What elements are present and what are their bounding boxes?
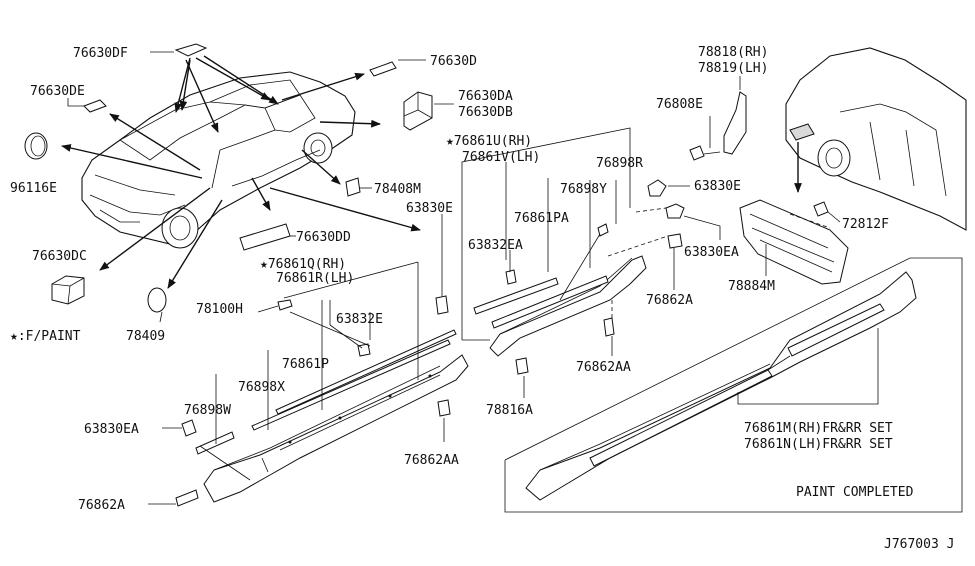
- label-76861pa: 76861PA: [514, 211, 569, 226]
- part-72812f: [813, 201, 829, 217]
- label-f-paint: ★:F/PAINT: [10, 329, 81, 344]
- label-76861n: 76861N(LH)FR&RR SET: [744, 437, 893, 452]
- fastener-63830e-mid: [647, 179, 667, 197]
- car-body-left: [81, 71, 356, 249]
- part-76630df: [174, 43, 208, 57]
- paint-completed-sill-set: [525, 271, 917, 501]
- label-78816a: 78816A: [486, 403, 533, 418]
- part-76630de: [83, 99, 107, 113]
- label-78408m: 78408M: [374, 182, 421, 197]
- label-76808e: 76808E: [656, 97, 703, 112]
- label-76861r: 76861R(LH): [276, 271, 354, 286]
- part-78818: [723, 91, 747, 155]
- part-labels: 76630DF 76630D 76630DE 76630DA 76630DB 9…: [10, 45, 954, 552]
- part-78409: [147, 287, 167, 313]
- fastener-76862a-mid: [667, 233, 683, 249]
- label-76861p: 76861P: [282, 357, 329, 372]
- fastener-63832ea: [505, 269, 517, 285]
- label-76630dc: 76630DC: [32, 249, 87, 264]
- label-76898w: 76898W: [184, 403, 231, 418]
- car-rear-right: [785, 47, 967, 231]
- label-76898r: 76898R: [596, 156, 643, 171]
- label-76898y: 76898Y: [560, 182, 607, 197]
- fastener-63830ea-left: [181, 419, 197, 437]
- left-sill-assembly: [195, 329, 469, 503]
- fastener-63830e-left: [435, 295, 449, 315]
- fastener-78100h: [277, 299, 293, 311]
- label-78884m: 78884M: [728, 279, 775, 294]
- label-76630db: 76630DB: [458, 105, 513, 120]
- label-78100h: 78100H: [196, 302, 243, 317]
- label-76630de: 76630DE: [30, 84, 85, 99]
- label-76898x: 76898X: [238, 380, 285, 395]
- part-96116e: [24, 132, 48, 160]
- fastener-76862aa-mid: [603, 317, 615, 337]
- part-76630dd: [239, 223, 291, 251]
- label-78409: 78409: [126, 329, 165, 344]
- part-78884m: [739, 199, 849, 285]
- diagram-code: J767003 J: [884, 537, 954, 552]
- label-76630d: 76630D: [430, 54, 477, 69]
- label-76862aa-mid: 76862AA: [576, 360, 631, 375]
- label-76630da: 76630DA: [458, 89, 513, 104]
- label-72812f: 72812F: [842, 217, 889, 232]
- label-76630dd: 76630DD: [296, 230, 351, 245]
- label-76630df: 76630DF: [73, 46, 128, 61]
- label-63830e-left: 63830E: [406, 201, 453, 216]
- label-63830e-mid: 63830E: [694, 179, 741, 194]
- part-76630d: [369, 61, 397, 77]
- fastener-78816a: [515, 357, 529, 375]
- label-63830ea-left: 63830EA: [84, 422, 139, 437]
- label-63832e: 63832E: [336, 312, 383, 327]
- part-76630dc: [51, 275, 85, 305]
- label-76861u: ★76861U(RH): [446, 134, 532, 149]
- part-76808e: [689, 145, 705, 161]
- fastener-63832e: [357, 343, 371, 357]
- left-arrows: [61, 55, 421, 289]
- fastener-76862aa-left: [437, 399, 451, 417]
- part-78408m: [345, 177, 361, 197]
- fastener-63830ea-mid: [665, 203, 685, 219]
- label-63830ea-mid: 63830EA: [684, 245, 739, 260]
- label-76861q: ★76861Q(RH): [260, 257, 346, 272]
- label-96116e: 96116E: [10, 181, 57, 196]
- label-63832ea: 63832EA: [468, 238, 523, 253]
- label-76861v: 76861V(LH): [462, 150, 540, 165]
- label-76861m: 76861M(RH)FR&RR SET: [744, 421, 893, 436]
- label-76862a-left: 76862A: [78, 498, 125, 513]
- label-paint-completed: PAINT COMPLETED: [796, 485, 914, 500]
- middle-sill-assembly: [473, 223, 647, 357]
- label-78818: 78818(RH): [698, 45, 768, 60]
- label-76862aa-left: 76862AA: [404, 453, 459, 468]
- label-78819: 78819(LH): [698, 61, 768, 76]
- fastener-76862a-left: [175, 489, 199, 507]
- label-76862a-mid: 76862A: [646, 293, 693, 308]
